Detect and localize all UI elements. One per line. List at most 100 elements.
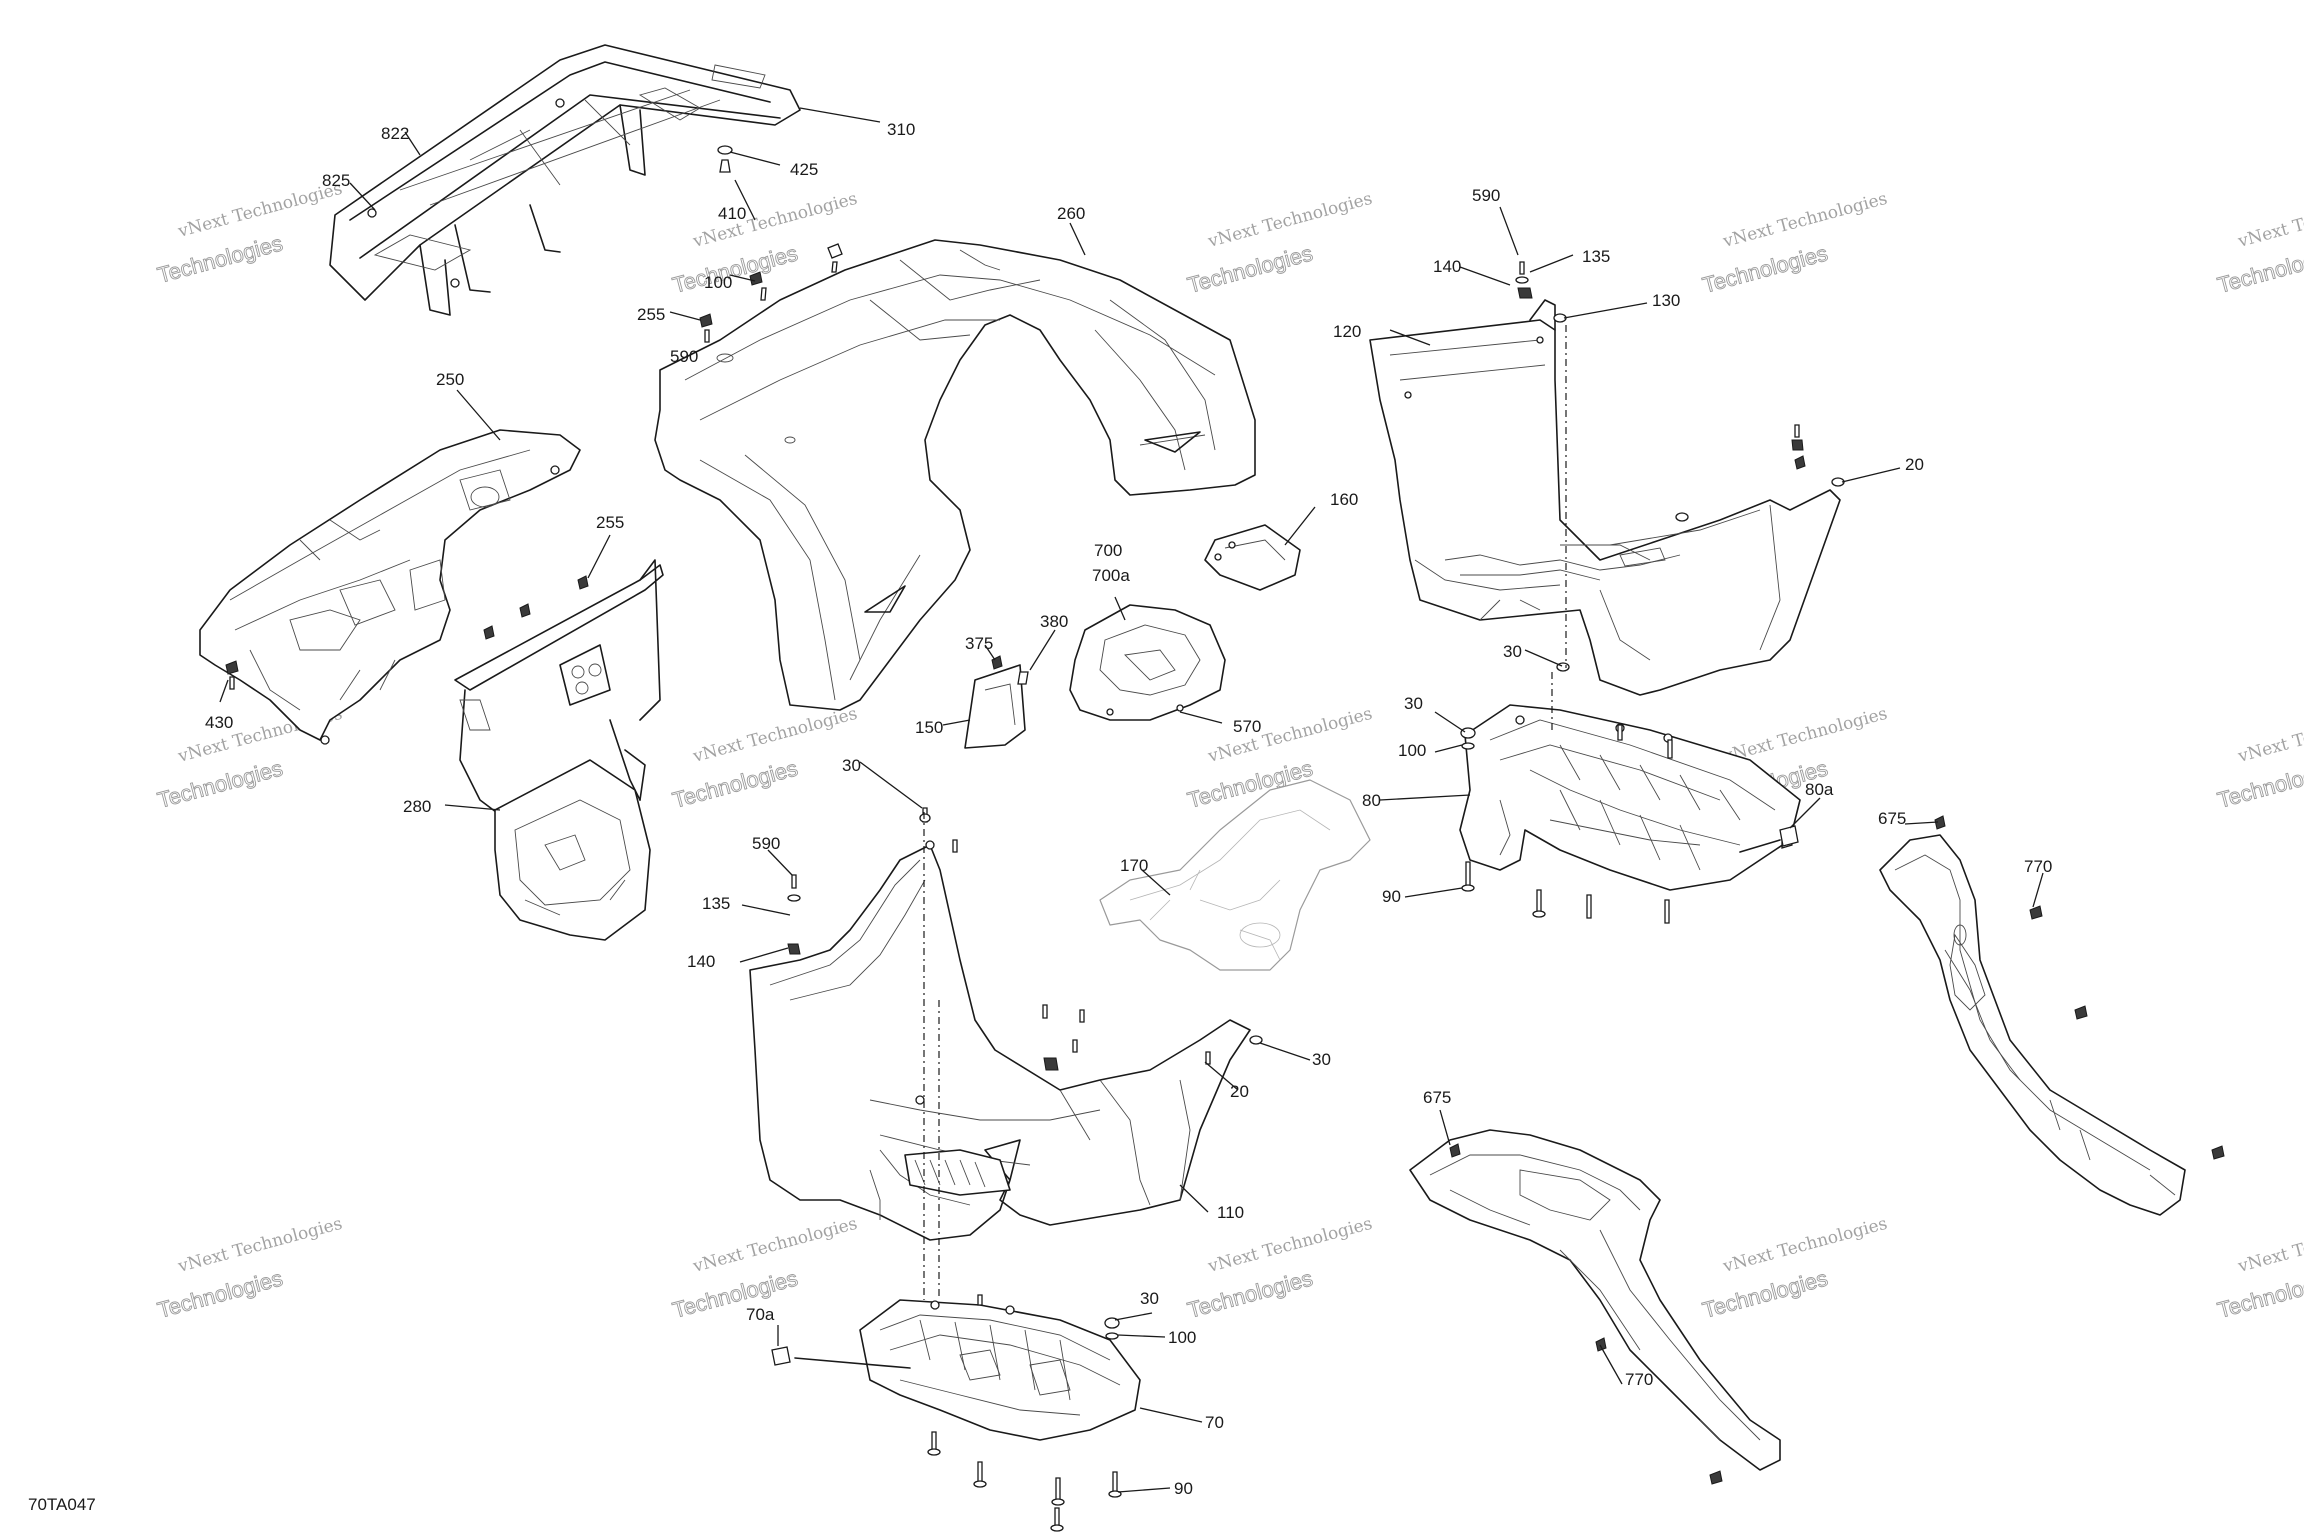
callout-90-right[interactable]: 90 (1382, 887, 1401, 906)
watermark-text: vNext Technologies (1720, 189, 1889, 252)
alignment-lines (923, 325, 1567, 1300)
watermark-text: Technologies (670, 240, 801, 297)
callout-140-lower[interactable]: 140 (687, 952, 715, 971)
watermark-text: Technologies (670, 755, 801, 812)
hardware-255-mid[interactable] (483, 575, 589, 640)
callout-430[interactable]: 430 (205, 713, 233, 732)
callout-425[interactable]: 425 (790, 160, 818, 179)
watermark-text: vNext Technologies (690, 1214, 859, 1277)
callout-260[interactable]: 260 (1057, 204, 1085, 223)
callout-70a[interactable]: 70a (746, 1305, 775, 1324)
callout-150[interactable]: 150 (915, 718, 943, 737)
callout-labels: 310 822 425 825 410 260 590 135 140 130 … (205, 120, 2052, 1498)
callout-100-bottom[interactable]: 100 (1168, 1328, 1196, 1347)
watermark-text: vNext Technologies (2235, 189, 2304, 252)
part-right-footrest[interactable] (1459, 704, 1801, 891)
callout-100-top[interactable]: 100 (704, 273, 732, 292)
callout-825[interactable]: 825 (322, 171, 350, 190)
callout-90-bottom[interactable]: 90 (1174, 1479, 1193, 1498)
part-rear-rack[interactable] (329, 44, 801, 316)
callout-280[interactable]: 280 (403, 797, 431, 816)
watermark-text: Technologies (1185, 240, 1316, 297)
callout-30-center[interactable]: 30 (842, 756, 861, 775)
callout-140-top[interactable]: 140 (1433, 257, 1461, 276)
watermark-text: Technologies (155, 755, 286, 812)
watermark-text: Technologies (1700, 240, 1831, 297)
part-150-panel[interactable] (964, 664, 1026, 749)
watermark-text: vNext Technologies (1205, 704, 1374, 767)
callout-20-lower[interactable]: 20 (1230, 1082, 1249, 1101)
part-160-cover[interactable] (1204, 524, 1301, 591)
callout-380[interactable]: 380 (1040, 612, 1068, 631)
hardware-rack-fasteners[interactable] (717, 145, 843, 273)
callout-110[interactable]: 110 (1217, 1203, 1244, 1222)
callout-30-right-upper[interactable]: 30 (1503, 642, 1522, 661)
diagram-reference-code: 70TA047 (28, 1495, 96, 1514)
callout-590-lower[interactable]: 590 (752, 834, 780, 853)
part-front-console[interactable] (199, 429, 581, 745)
callout-135-top[interactable]: 135 (1582, 247, 1610, 266)
watermark-text: vNext Technologies (690, 704, 859, 767)
watermark-text: vNext Technologies (2235, 1214, 2304, 1277)
watermark-text: vNext Technologies (2235, 704, 2304, 767)
callout-570[interactable]: 570 (1233, 717, 1261, 736)
callout-700a[interactable]: 700a (1092, 566, 1130, 585)
callout-20-right[interactable]: 20 (1905, 455, 1924, 474)
hardware-70-fasteners[interactable] (927, 1294, 1122, 1532)
watermark-text: Technologies (155, 230, 286, 287)
callout-100-right[interactable]: 100 (1398, 741, 1426, 760)
hardware-right-fasteners[interactable] (1515, 261, 1845, 672)
callout-675-lower[interactable]: 675 (1423, 1088, 1451, 1107)
callout-170[interactable]: 170 (1120, 856, 1148, 875)
part-70a-clip[interactable] (771, 1346, 911, 1369)
callout-590-left[interactable]: 590 (670, 347, 698, 366)
callout-770-lower[interactable]: 770 (1625, 1370, 1653, 1389)
hardware-right-trim[interactable] (1934, 815, 2225, 1160)
part-right-side-trim[interactable] (1879, 834, 2186, 1216)
callout-822[interactable]: 822 (381, 124, 409, 143)
callout-30-lower[interactable]: 30 (1312, 1050, 1331, 1069)
watermark-text: Technologies (2215, 1265, 2304, 1322)
callout-135-lower[interactable]: 135 (702, 894, 730, 913)
watermark-text: vNext Technologies (175, 179, 344, 242)
callout-375[interactable]: 375 (965, 634, 993, 653)
callout-770-right[interactable]: 770 (2024, 857, 2052, 876)
hardware-left-trim[interactable] (1449, 1143, 1723, 1485)
callout-255-top[interactable]: 255 (637, 305, 665, 324)
callout-590-top[interactable]: 590 (1472, 186, 1500, 205)
part-right-footwell[interactable] (1369, 299, 1841, 696)
hardware-80-fasteners[interactable] (1460, 724, 1793, 924)
part-left-footwell[interactable] (749, 840, 1251, 1241)
callout-80a[interactable]: 80a (1805, 780, 1834, 799)
callout-120[interactable]: 120 (1333, 322, 1361, 341)
callout-675-right[interactable]: 675 (1878, 809, 1906, 828)
hardware-fender-fasteners[interactable] (699, 271, 767, 343)
hardware-left-fasteners[interactable] (787, 807, 1263, 1071)
part-170-frame-reference (1099, 779, 1371, 971)
callout-250[interactable]: 250 (436, 370, 464, 389)
callout-130[interactable]: 130 (1652, 291, 1680, 310)
watermark-text: Technologies (1700, 1265, 1831, 1322)
watermark-text: vNext Technologies (175, 1214, 344, 1277)
watermark-text: vNext Technologies (1720, 704, 1889, 767)
part-rear-fender[interactable] (654, 239, 1256, 711)
watermark-text: vNext Technologies (690, 189, 859, 252)
callout-410[interactable]: 410 (718, 204, 746, 223)
watermark-text: Technologies (2215, 755, 2304, 812)
callout-80[interactable]: 80 (1362, 791, 1381, 810)
hardware-430[interactable] (225, 660, 239, 690)
callout-160[interactable]: 160 (1330, 490, 1358, 509)
part-support-bracket[interactable] (454, 559, 664, 941)
part-700-console-panel[interactable] (1069, 604, 1226, 721)
watermark-row-1: vNext Technologies Technologies vNext Te… (154, 179, 2304, 298)
callout-310[interactable]: 310 (887, 120, 915, 139)
part-left-side-trim[interactable] (1409, 1129, 1781, 1471)
watermark-row-3: vNext Technologies Technologies vNext Te… (154, 1214, 2304, 1323)
part-left-footrest[interactable] (859, 1299, 1141, 1441)
callout-30-bottom[interactable]: 30 (1140, 1289, 1159, 1308)
callout-30-right-mid[interactable]: 30 (1404, 694, 1423, 713)
callout-70[interactable]: 70 (1205, 1413, 1224, 1432)
callout-700[interactable]: 700 (1094, 541, 1122, 560)
callout-255-mid[interactable]: 255 (596, 513, 624, 532)
